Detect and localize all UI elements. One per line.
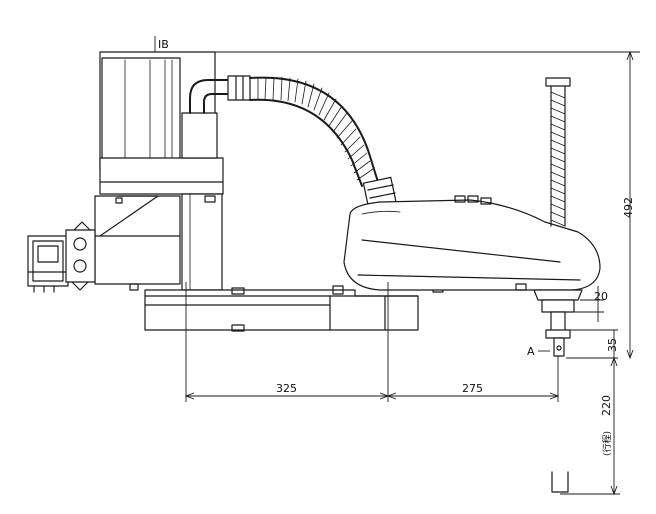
dim-label-first-arm: 325	[276, 382, 297, 395]
base-column	[181, 112, 223, 291]
second-arm	[343, 195, 601, 291]
dim-arm-lengths: 325 275	[184, 282, 560, 402]
dim-label-flange: 20	[594, 290, 608, 303]
section-label: IB	[158, 38, 169, 51]
corrugated-cable-conduit	[249, 76, 379, 187]
dim-total-height: 492	[215, 50, 640, 360]
dim-label-stroke: 220	[600, 395, 613, 416]
first-arm	[144, 285, 444, 332]
point-a-marker: A	[527, 345, 550, 358]
stroke-note-label: (行程)	[601, 431, 613, 456]
base-flange	[99, 157, 224, 195]
dim-stroke: 220 (行程)	[551, 356, 620, 496]
point-a-label: A	[527, 345, 535, 358]
dim-label-height: 492	[622, 197, 635, 218]
dim-tool-length: 35	[566, 329, 619, 359]
tool-flange	[533, 289, 583, 357]
dim-label-tool: 35	[606, 338, 619, 352]
base-motor-housing	[99, 51, 216, 171]
section-marker-ib: IB	[154, 36, 169, 52]
ball-screw-spline-shaft	[545, 77, 571, 227]
cable-elbow	[189, 79, 229, 114]
cable-connector-block	[94, 195, 181, 291]
side-plug-connector	[27, 221, 96, 293]
cable-fitting	[227, 75, 251, 101]
dim-label-second-arm: 275	[462, 382, 483, 395]
dim-flange: 20	[574, 286, 608, 322]
